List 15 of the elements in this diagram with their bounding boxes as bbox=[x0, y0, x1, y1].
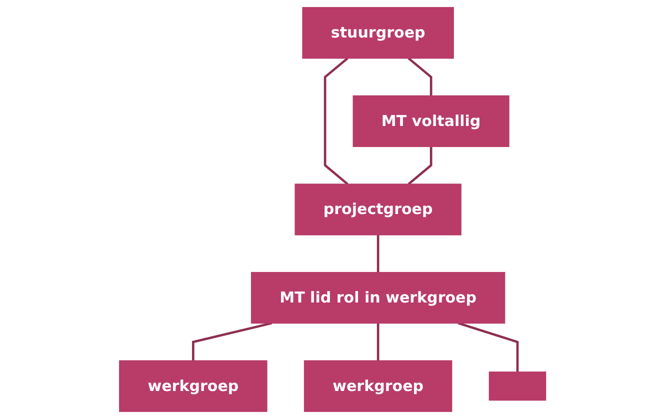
connector bbox=[377, 323, 380, 361]
connector bbox=[408, 57, 433, 96]
connector bbox=[192, 322, 273, 361]
node-box bbox=[353, 95, 510, 148]
node-box bbox=[119, 360, 268, 412]
connector bbox=[377, 234, 380, 272]
node-box bbox=[304, 360, 453, 412]
node-box bbox=[489, 372, 547, 401]
org-chart: stuurgroep MT voltallig projectgroep MT lid rol in werkgroep werkgroep werkgroep bbox=[112, 0, 554, 419]
connector bbox=[324, 57, 349, 186]
node-box bbox=[302, 7, 454, 59]
node-box bbox=[295, 184, 462, 236]
connector bbox=[458, 322, 520, 372]
connector bbox=[408, 146, 433, 186]
node-box bbox=[251, 272, 506, 324]
